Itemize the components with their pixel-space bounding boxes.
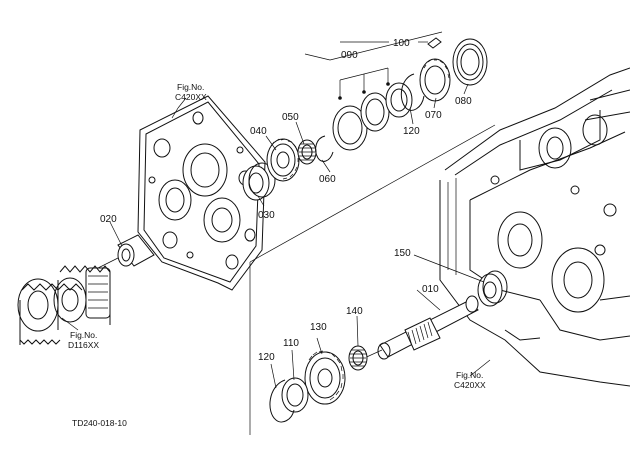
part-label-120-lower: 120 — [258, 352, 275, 363]
snap-ring-120-upper-drawing — [400, 73, 425, 111]
part-labels: 090 100 020 040 050 060 030 120 070 080 … — [100, 38, 472, 363]
shaft-010-drawing — [359, 295, 479, 361]
part-label-050: 050 — [282, 112, 299, 123]
hub-070-drawing — [419, 58, 451, 102]
fig-reference-lower-right: Fig.No. C420XX — [454, 370, 486, 390]
leader-lines — [61, 41, 491, 389]
key-100-drawing — [427, 37, 442, 49]
gear-130-drawing — [304, 350, 346, 405]
sleeve-020-drawing — [97, 234, 155, 269]
part-label-100: 100 — [393, 38, 410, 49]
part-label-080: 080 — [455, 96, 472, 107]
bearing-150-drawing — [477, 270, 508, 307]
fig-ref-code: D116XX — [68, 340, 99, 350]
drawing-code: TD240-018-10 — [72, 418, 127, 428]
fig-ref-prefix: Fig.No. — [70, 330, 97, 340]
part-label-110: 110 — [283, 338, 299, 349]
part-label-030: 030 — [258, 210, 275, 221]
fig-ref-code: C420XX — [175, 92, 207, 102]
snap-ring-120-lower-drawing — [269, 379, 295, 423]
gear-cluster-drawing — [17, 265, 111, 345]
circlip-060-drawing — [315, 135, 334, 162]
gear-case-plate-drawing — [137, 95, 266, 291]
synchro-group-090-drawing — [332, 67, 413, 151]
needle-bearing-050-drawing — [297, 139, 317, 165]
part-label-120-upper: 120 — [403, 126, 420, 137]
part-label-070: 070 — [425, 110, 442, 121]
ring-110-drawing — [281, 377, 309, 413]
gear-040-drawing — [266, 138, 300, 182]
fig-ref-prefix: Fig.No. — [456, 370, 483, 380]
part-label-010: 010 — [422, 284, 439, 295]
transmission-case-drawing — [439, 67, 630, 387]
sleeve-080-drawing — [452, 38, 488, 86]
fig-reference-upper: Fig.No. C420XX — [175, 82, 207, 102]
part-label-060: 060 — [319, 174, 336, 185]
part-label-130: 130 — [310, 322, 327, 333]
bearing-030-drawing — [242, 162, 276, 201]
part-label-150: 150 — [394, 248, 411, 259]
part-label-040: 040 — [250, 126, 267, 137]
needle-bearing-140-drawing — [348, 345, 368, 371]
part-label-140: 140 — [346, 306, 363, 317]
fig-ref-code: C420XX — [454, 380, 486, 390]
fig-ref-prefix: Fig.No. — [177, 82, 204, 92]
part-label-090: 090 — [341, 50, 358, 61]
frame-lines — [249, 31, 496, 435]
fig-reference-left: Fig.No. D116XX — [68, 330, 99, 350]
part-label-020: 020 — [100, 214, 117, 225]
